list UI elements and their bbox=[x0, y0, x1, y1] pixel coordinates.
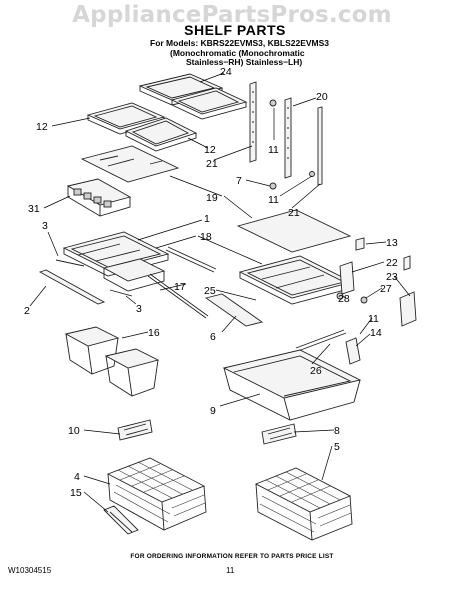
part-6-cover bbox=[204, 293, 264, 327]
callout-11-upper: 11 bbox=[268, 144, 279, 156]
part-14-rail bbox=[345, 337, 361, 365]
part-11-screw bbox=[269, 99, 315, 190]
part-17-rod bbox=[147, 273, 209, 319]
callout-7: 7 bbox=[236, 175, 242, 187]
callout-9: 9 bbox=[210, 405, 216, 417]
callout-23: 23 bbox=[386, 271, 398, 283]
part-25-crisper-frame bbox=[238, 255, 354, 305]
callout-11-lower: 11 bbox=[368, 313, 379, 325]
part-31-bin bbox=[66, 178, 132, 217]
watermark: AppliancePartsPros.com bbox=[72, 2, 392, 28]
callout-11-middle: 11 bbox=[268, 194, 279, 206]
part-2-trim-strip bbox=[38, 269, 106, 305]
callout-12-left: 12 bbox=[36, 121, 48, 133]
callout-31: 31 bbox=[28, 203, 40, 215]
part-16-drawer bbox=[64, 326, 160, 397]
callout-21-lower: 21 bbox=[288, 207, 300, 219]
callout-5: 5 bbox=[334, 441, 340, 453]
part-12-shelf-lower bbox=[124, 117, 198, 152]
callout-17: 17 bbox=[174, 281, 186, 293]
callout-14: 14 bbox=[370, 327, 382, 339]
callout-15: 15 bbox=[70, 487, 82, 499]
part-27-clip bbox=[360, 296, 368, 304]
callout-10: 10 bbox=[68, 425, 80, 437]
callout-25: 25 bbox=[204, 285, 216, 297]
part-19-glass-shelf bbox=[80, 145, 180, 183]
callout-1: 1 bbox=[204, 213, 210, 225]
callout-12-right: 12 bbox=[204, 144, 216, 156]
callout-8: 8 bbox=[334, 425, 340, 437]
leader-lines bbox=[29, 72, 411, 513]
callout-21-upper: 21 bbox=[206, 158, 218, 170]
part-20-shelf-rail bbox=[249, 81, 323, 186]
part-13-bracket bbox=[355, 237, 411, 271]
part-12-shelf-right bbox=[170, 87, 248, 120]
callout-2: 2 bbox=[24, 305, 30, 317]
callout-16: 16 bbox=[148, 327, 160, 339]
callout-6: 6 bbox=[210, 331, 216, 343]
part-9-crisper-drawer bbox=[222, 349, 362, 421]
page-number: 11 bbox=[226, 566, 235, 575]
models-line-1: For Models: KBRS22EVMS3, KBLS22EVMS3 bbox=[150, 38, 330, 48]
page-title: SHELF PARTS bbox=[184, 22, 286, 38]
models-line-2: (Monochromatic (Monochromatic bbox=[170, 47, 305, 58]
callout-18: 18 bbox=[200, 231, 212, 243]
part-26-rail bbox=[295, 329, 347, 352]
part-4-wire-basket bbox=[106, 457, 207, 531]
callout-13: 13 bbox=[386, 237, 398, 249]
part-crisper-drawer-small bbox=[102, 258, 166, 292]
callout-19: 19 bbox=[206, 192, 218, 204]
part-18-rail bbox=[165, 246, 217, 273]
document-number: W10304515 bbox=[8, 566, 52, 575]
models-line-3: Stainless−RH) Stainless−LH) bbox=[186, 57, 303, 67]
callout-3-upper: 3 bbox=[42, 220, 48, 232]
ordering-note: FOR ORDERING INFORMATION REFER TO PARTS … bbox=[130, 553, 334, 560]
part-15-divider bbox=[103, 505, 139, 535]
callout-22: 22 bbox=[386, 257, 398, 269]
part-22-bracket bbox=[339, 261, 355, 295]
callout-numbers: 24 20 12 12 21 11 7 11 19 21 31 3 1 18 1… bbox=[24, 66, 398, 499]
part-28-clip bbox=[336, 292, 344, 300]
part-3-pin bbox=[55, 259, 133, 297]
callout-3-lower: 3 bbox=[136, 303, 142, 315]
callout-27: 27 bbox=[380, 283, 392, 295]
part-19-glass-right bbox=[236, 209, 352, 253]
part-10-divider bbox=[117, 419, 153, 441]
callout-20: 20 bbox=[316, 91, 328, 103]
callout-26: 26 bbox=[310, 365, 322, 377]
model-list: For Models: KBRS22EVMS3, KBLS22EVMS3 (Mo… bbox=[150, 38, 410, 68]
part-8-divider bbox=[261, 423, 297, 445]
part-23-bracket bbox=[399, 291, 417, 327]
callout-24: 24 bbox=[220, 66, 232, 78]
callout-4: 4 bbox=[74, 471, 80, 483]
callout-28: 28 bbox=[338, 293, 350, 305]
part-5-wire-basket bbox=[254, 467, 353, 541]
